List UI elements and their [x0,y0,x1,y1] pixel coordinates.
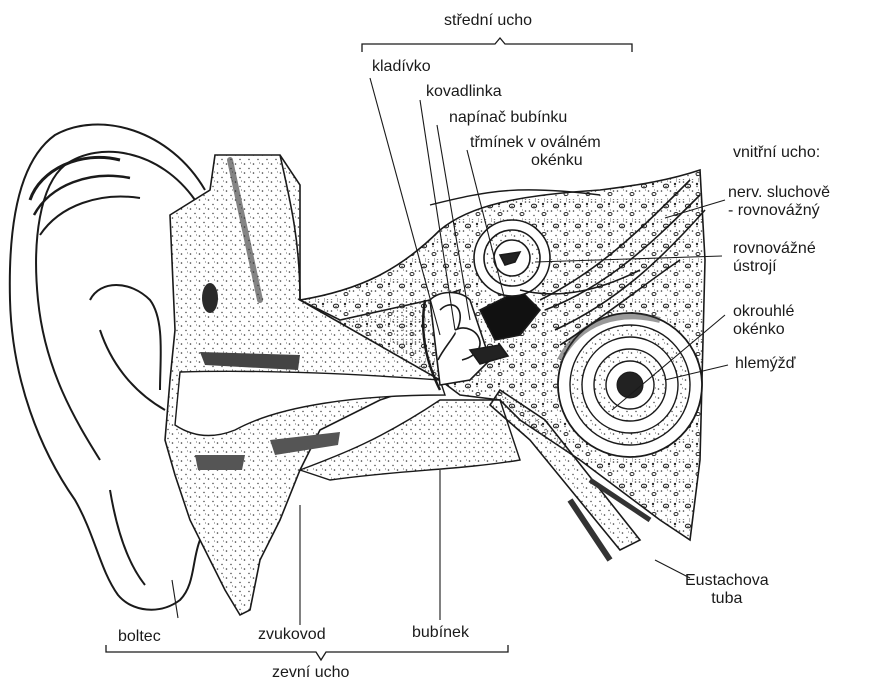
bracket-zevni-ucho [106,645,508,660]
label-rovnovazne-line2: ústrojí [733,258,816,276]
canal-tissue [165,155,460,615]
cochlea [558,313,702,457]
label-stredni-ucho: střední ucho [444,12,532,30]
label-kovadlinka: kovadlinka [426,83,502,101]
label-eustach-line1: Eustachova [685,572,769,590]
label-nerv: nerv. sluchově - rovnovážný [728,184,830,220]
label-okrouhle-line1: okrouhlé [733,303,794,321]
label-zevni-ucho: zevní ucho [272,664,349,682]
label-nerv-line1: nerv. sluchově [728,184,830,202]
label-boltec: boltec [118,628,161,646]
bracket-stredni-ucho [362,38,632,52]
label-okrouhle-okenko: okrouhlé okénko [733,303,794,339]
label-nerv-line2: - rovnovážný [728,202,830,220]
label-bubinek: bubínek [412,624,469,642]
label-eustachova-tuba: Eustachova tuba [685,572,769,608]
label-rovnovazne-ustroji: rovnovážné ústrojí [733,240,816,276]
label-zvukovod: zvukovod [258,626,326,644]
label-rovnovazne-line1: rovnovážné [733,240,816,258]
label-trminek-line1: třmínek v oválném [470,134,601,152]
label-eustach-line2: tuba [685,590,769,608]
label-kladivko: kladívko [372,58,431,76]
label-okrouhle-line2: okénko [733,321,794,339]
label-vnitrni-ucho: vnitřní ucho: [733,144,820,162]
label-trminek: třmínek v oválném okénku [470,134,601,170]
label-trminek-line2: okénku [470,152,601,170]
label-napinac-bubinku: napínač bubínku [449,109,567,127]
label-hlemyzd: hlemýžď [735,355,796,373]
